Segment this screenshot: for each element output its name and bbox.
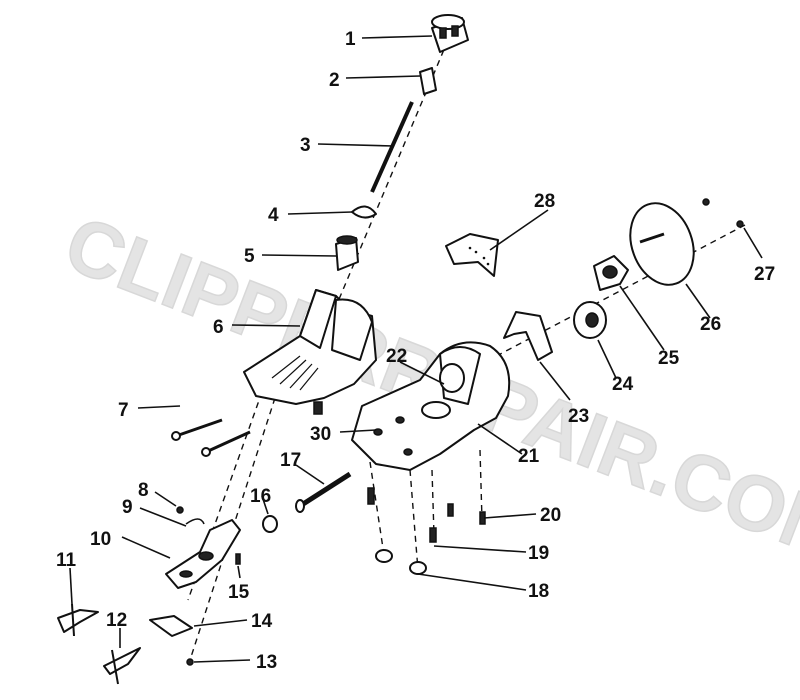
part-13-pin (186, 658, 194, 666)
callout-16: 16 (250, 486, 271, 507)
axis-bottom-4 (479, 449, 483, 521)
callout-11: 11 (56, 550, 77, 571)
callout-13: 13 (256, 652, 277, 673)
axis-bottom-2 (409, 469, 419, 571)
part-1-cap (431, 14, 469, 53)
part-6-head-housing (243, 289, 377, 415)
part-19-screw (429, 527, 437, 543)
part-8-pin (176, 506, 184, 514)
callout-24: 24 (612, 374, 634, 395)
callout-18: 18 (528, 581, 549, 602)
callout-27: 27 (754, 264, 775, 285)
part-11-fork (57, 603, 99, 637)
part-14-latch (149, 615, 193, 637)
axis-bottom-3 (431, 469, 435, 536)
part-12-fork (103, 647, 141, 685)
axis-left-1 (187, 391, 263, 601)
part-5-nut (335, 235, 359, 271)
callout-25: 25 (658, 348, 680, 369)
part-23-clip (503, 311, 553, 361)
callout-28: 28 (534, 191, 555, 212)
callout-20: 20 (540, 505, 561, 526)
callout-23: 23 (568, 406, 589, 427)
part-15-pin (235, 553, 241, 565)
callout-numbers: 1 2 3 4 5 6 7 8 9 10 11 12 13 14 15 16 1… (56, 29, 775, 673)
callout-1: 1 (345, 29, 356, 50)
part-7-screws (171, 418, 251, 457)
callout-9: 9 (122, 497, 133, 518)
callout-2: 2 (329, 70, 340, 91)
callout-22: 22 (386, 346, 407, 367)
callout-21: 21 (518, 446, 540, 467)
callout-12: 12 (106, 610, 127, 631)
callout-10: 10 (90, 529, 111, 550)
part-24-gear (573, 301, 607, 339)
callout-30: 30 (310, 424, 331, 445)
axis-right (469, 224, 746, 371)
axis-bottom-1 (369, 461, 385, 556)
part-top-pin (702, 198, 710, 206)
screw-left (367, 487, 375, 505)
part-26-disc (629, 202, 695, 286)
leader-lines (69, 35, 763, 663)
part-10-lever (165, 519, 241, 589)
part-4-clip (351, 205, 377, 219)
part-27-pin (736, 220, 744, 228)
part-2-bushing (419, 67, 437, 95)
callout-26: 26 (700, 314, 721, 335)
callout-6: 6 (213, 317, 224, 338)
callout-5: 5 (244, 246, 255, 267)
callout-14: 14 (251, 611, 273, 632)
part-28-strip (445, 233, 499, 277)
callout-4: 4 (268, 205, 279, 226)
screw-mid (447, 503, 454, 517)
callout-17: 17 (280, 450, 301, 471)
part-9-spring (185, 518, 205, 525)
part-25-bearing (593, 255, 629, 291)
part-22-insert (439, 363, 465, 393)
callout-8: 8 (138, 480, 149, 501)
part-18-screw (375, 549, 427, 575)
part-16-washer (262, 515, 278, 533)
callout-15: 15 (228, 582, 250, 603)
callout-3: 3 (300, 135, 311, 156)
part-17-bolt (295, 471, 352, 513)
callout-19: 19 (528, 543, 549, 564)
part-3-shaft (370, 101, 414, 193)
callout-7: 7 (118, 400, 129, 421)
